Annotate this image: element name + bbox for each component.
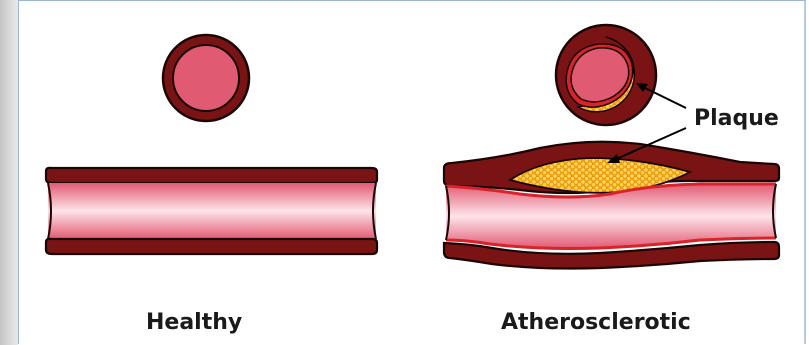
plaque-label: Plaque <box>694 106 779 131</box>
healthy-cross-section <box>163 35 249 121</box>
atherosclerotic-cross-section <box>556 25 656 125</box>
healthy-caption: Healthy <box>146 310 242 335</box>
healthy-vessel <box>46 168 377 254</box>
atherosclerotic-caption: Atherosclerotic <box>501 310 691 335</box>
